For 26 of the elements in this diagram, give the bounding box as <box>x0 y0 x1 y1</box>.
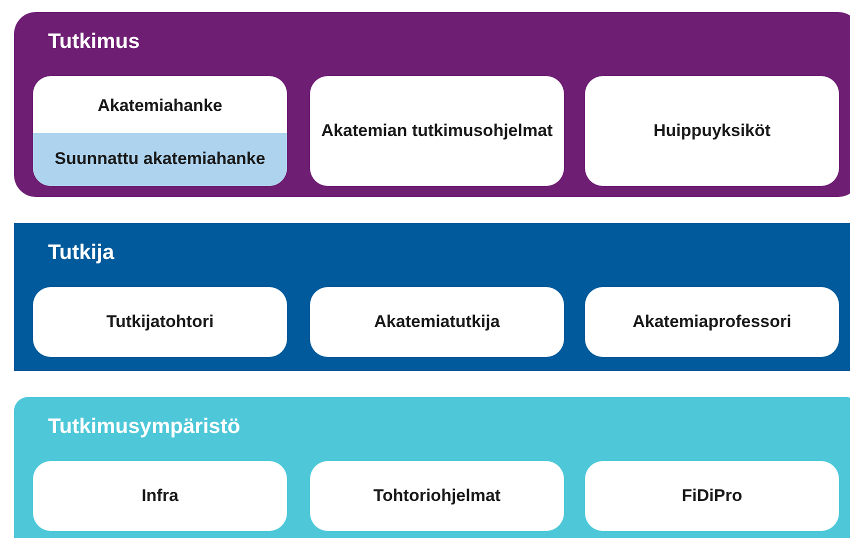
card-label: Huippuyksiköt <box>652 120 772 142</box>
category-band <box>14 12 850 197</box>
program-card <box>585 461 839 531</box>
card-label: Suunnattu akatemiahanke <box>54 149 266 170</box>
card-label: Akatemiahanke <box>96 96 224 116</box>
card-label: Akatemiaprofessori <box>632 312 792 332</box>
category-band <box>14 223 850 371</box>
program-card <box>33 76 287 186</box>
category-band <box>14 397 850 538</box>
card-label: Akatemiatutkija <box>373 312 501 332</box>
band-heading: Tutkija <box>48 241 114 265</box>
band-heading: Tutkimus <box>48 30 140 54</box>
card-label: Infra <box>140 486 180 506</box>
program-card <box>310 76 564 186</box>
card-label: FiDiPro <box>680 486 744 506</box>
card-label: Tohtoriohjelmat <box>372 486 502 506</box>
program-card <box>585 287 839 357</box>
card-label: Tutkijatohtori <box>105 312 215 332</box>
program-card <box>33 461 287 531</box>
program-card <box>585 76 839 186</box>
program-card <box>33 133 287 186</box>
program-card <box>310 461 564 531</box>
program-card <box>33 287 287 357</box>
program-card <box>310 287 564 357</box>
band-heading: Tutkimusympäristö <box>48 415 240 439</box>
card-label: Akatemian tutkimusohjelmat <box>320 120 554 142</box>
